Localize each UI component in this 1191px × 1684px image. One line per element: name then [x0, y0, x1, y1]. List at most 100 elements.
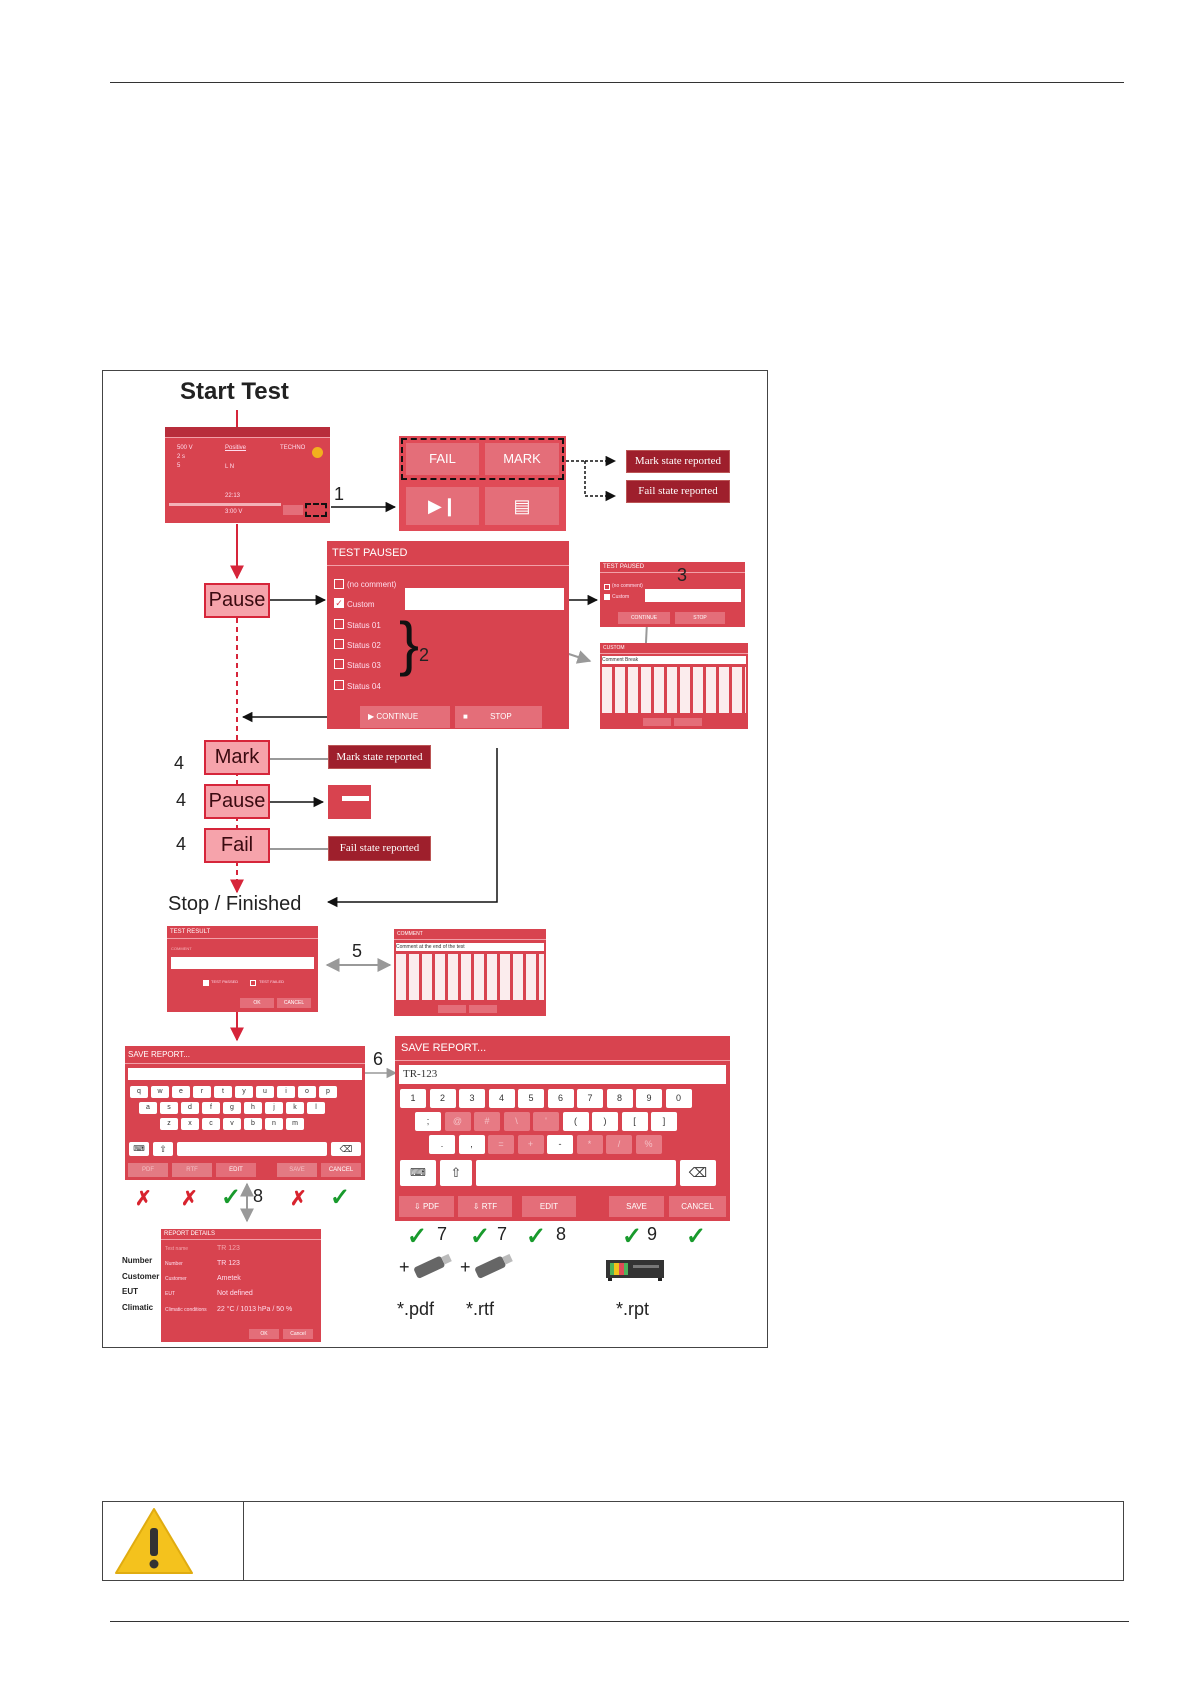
key-sym2-5[interactable]: *	[576, 1135, 603, 1154]
status-04-checkbox[interactable]	[334, 680, 344, 690]
test-passed-checkbox[interactable]	[203, 980, 209, 986]
key-digit-2[interactable]: 2	[429, 1089, 456, 1108]
key-f[interactable]: f	[202, 1102, 220, 1114]
key-b[interactable]: b	[244, 1118, 262, 1130]
save-small-field[interactable]	[128, 1068, 362, 1080]
key-sym2-6[interactable]: /	[606, 1135, 632, 1154]
save-large-save[interactable]: SAVE	[609, 1196, 664, 1217]
key-x[interactable]: x	[181, 1118, 199, 1130]
key-sym-6[interactable]: )	[592, 1112, 618, 1131]
key-a[interactable]: a	[139, 1102, 157, 1114]
key-g[interactable]: g	[223, 1102, 241, 1114]
backspace-key[interactable]: ⌫	[680, 1160, 716, 1186]
key-d[interactable]: d	[181, 1102, 199, 1114]
comment-kb-ok[interactable]	[438, 1005, 466, 1013]
test-result-ok[interactable]: OK	[240, 998, 274, 1008]
test-result-comment-field[interactable]	[171, 957, 314, 969]
key-sym-8[interactable]: ]	[651, 1112, 677, 1131]
test-failed-checkbox[interactable]	[250, 980, 256, 986]
key-z[interactable]: z	[160, 1118, 178, 1130]
mark-button[interactable]: MARK	[485, 443, 559, 475]
keyboard-switch-icon[interactable]: ⌨	[129, 1142, 149, 1156]
save-small-save[interactable]: SAVE	[277, 1163, 317, 1177]
status-03-checkbox[interactable]	[334, 659, 344, 669]
small-stop-button[interactable]: STOP	[675, 612, 725, 624]
keyboard-switch-icon[interactable]: ⌨	[400, 1160, 436, 1186]
custom-checkbox[interactable]: ✓	[334, 598, 344, 608]
save-large-field[interactable]: TR-123	[399, 1065, 726, 1084]
key-k[interactable]: k	[286, 1102, 304, 1114]
save-small-pdf[interactable]: PDF	[128, 1163, 168, 1177]
custom-comment-field[interactable]	[405, 588, 564, 610]
save-large-rtf[interactable]: ⇩ RTF	[458, 1196, 512, 1217]
status-01-checkbox[interactable]	[334, 619, 344, 629]
comment-kb-field[interactable]: Comment at the end of the test	[396, 943, 544, 951]
small-custom-checkbox[interactable]	[604, 594, 610, 600]
key-u[interactable]: u	[256, 1086, 274, 1098]
shift-key[interactable]: ⇧	[440, 1160, 472, 1186]
custom-kb-ok[interactable]	[643, 718, 671, 726]
small-custom-field[interactable]	[645, 589, 741, 602]
key-digit-6[interactable]: 6	[547, 1089, 574, 1108]
key-sym-5[interactable]: (	[562, 1112, 589, 1131]
key-sym2-1[interactable]: ,	[458, 1135, 485, 1154]
rd-cancel[interactable]: Cancel	[283, 1329, 313, 1339]
key-sym-1[interactable]: @	[444, 1112, 471, 1131]
comment-kb-cancel[interactable]	[469, 1005, 497, 1013]
key-y[interactable]: y	[235, 1086, 253, 1098]
key-digit-8[interactable]: 8	[606, 1089, 633, 1108]
key-digit-5[interactable]: 5	[518, 1089, 544, 1108]
key-n[interactable]: n	[265, 1118, 283, 1130]
key-w[interactable]: w	[151, 1086, 169, 1098]
backspace-key[interactable]: ⌫	[331, 1142, 361, 1156]
key-sym-3[interactable]: \	[503, 1112, 530, 1131]
key-e[interactable]: e	[172, 1086, 190, 1098]
small-continue-button[interactable]: CONTINUE	[618, 612, 670, 624]
key-sym-4[interactable]: '	[533, 1112, 559, 1131]
play-pause-small-button[interactable]	[283, 505, 303, 515]
save-large-edit[interactable]: EDIT	[522, 1196, 576, 1217]
pause-button-highlight[interactable]	[305, 503, 327, 517]
shift-key[interactable]: ⇧	[153, 1142, 173, 1156]
save-small-rtf[interactable]: RTF	[172, 1163, 212, 1177]
key-i[interactable]: i	[277, 1086, 295, 1098]
key-sym2-4[interactable]: -	[547, 1135, 573, 1154]
rd-ok[interactable]: OK	[249, 1329, 279, 1339]
key-q[interactable]: q	[130, 1086, 148, 1098]
key-digit-1[interactable]: 1	[400, 1089, 426, 1108]
key-digit-4[interactable]: 4	[488, 1089, 515, 1108]
small-no-comment-checkbox[interactable]	[604, 584, 610, 590]
save-large-cancel[interactable]: CANCEL	[669, 1196, 726, 1217]
fail-button[interactable]: FAIL	[406, 443, 479, 475]
key-sym-2[interactable]: #	[474, 1112, 500, 1131]
key-h[interactable]: h	[244, 1102, 262, 1114]
key-sym2-2[interactable]: =	[488, 1135, 514, 1154]
space-key[interactable]	[476, 1160, 676, 1186]
key-l[interactable]: l	[307, 1102, 325, 1114]
key-digit-0[interactable]: 0	[665, 1089, 692, 1108]
key-digit-9[interactable]: 9	[636, 1089, 662, 1108]
key-sym-0[interactable]: ;	[415, 1112, 441, 1131]
key-sym2-7[interactable]: %	[635, 1135, 662, 1154]
space-key[interactable]	[177, 1142, 327, 1156]
key-o[interactable]: o	[298, 1086, 316, 1098]
save-small-cancel[interactable]: CANCEL	[321, 1163, 361, 1177]
custom-kb-field[interactable]: Comment Break	[602, 656, 746, 664]
no-comment-checkbox[interactable]	[334, 579, 344, 589]
key-p[interactable]: p	[319, 1086, 337, 1098]
key-r[interactable]: r	[193, 1086, 211, 1098]
custom-kb-cancel[interactable]	[674, 718, 702, 726]
key-digit-3[interactable]: 3	[459, 1089, 485, 1108]
stop-button[interactable]: ■ STOP	[455, 706, 542, 728]
key-m[interactable]: m	[286, 1118, 304, 1130]
resume-button[interactable]: ▶❙	[406, 487, 479, 525]
key-t[interactable]: t	[214, 1086, 232, 1098]
test-result-cancel[interactable]: CANCEL	[277, 998, 311, 1008]
status-02-checkbox[interactable]	[334, 639, 344, 649]
key-s[interactable]: s	[160, 1102, 178, 1114]
key-sym2-3[interactable]: +	[517, 1135, 544, 1154]
key-v[interactable]: v	[223, 1118, 241, 1130]
key-c[interactable]: c	[202, 1118, 220, 1130]
key-sym2-0[interactable]: .	[429, 1135, 455, 1154]
save-small-edit[interactable]: EDIT	[216, 1163, 256, 1177]
